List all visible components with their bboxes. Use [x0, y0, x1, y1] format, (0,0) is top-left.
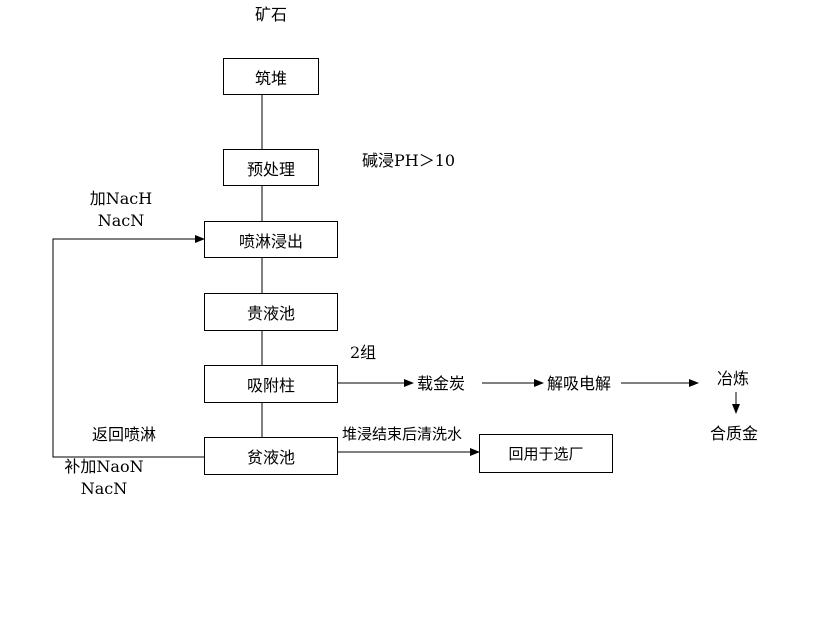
annotation-wash-water: 堆浸结束后清洗水	[342, 425, 463, 443]
node-ore: 矿石	[255, 5, 288, 24]
annotation-groups: 2组	[350, 343, 377, 362]
node-barren: 贫液池	[204, 437, 338, 475]
node-alloy: 合质金	[710, 424, 759, 443]
node-pretreat-label: 预处理	[246, 159, 295, 179]
node-desorb: 解吸电解	[547, 374, 612, 393]
annotation-add-line2: NacN	[97, 211, 145, 230]
node-heap: 筑堆	[223, 58, 319, 95]
node-barren-label: 贫液池	[246, 448, 295, 467]
node-spray-label: 喷淋浸出	[238, 231, 303, 251]
node-adsorb: 吸附柱	[204, 365, 338, 403]
annotation-add-line1: 加NacH	[89, 189, 153, 208]
node-pretreat: 预处理	[223, 149, 319, 186]
node-spray: 喷淋浸出	[204, 221, 338, 258]
annotation-supplement-line1: 补加NaoN	[64, 457, 144, 476]
node-pregnant: 贵液池	[204, 293, 338, 331]
node-pregnant-label: 贵液池	[246, 304, 295, 323]
node-reuse-label: 回用于选厂	[508, 445, 584, 463]
annotation-add-reagents: 加NacH NacN	[80, 188, 162, 232]
node-smelt: 冶炼	[717, 369, 750, 388]
annotation-supplement: 补加NaoN NacN	[60, 456, 148, 500]
annotation-alkali: 碱浸PH＞10	[362, 151, 456, 170]
annotation-supplement-line2: NacN	[80, 479, 128, 498]
annotation-return-spray: 返回喷淋	[92, 425, 157, 444]
node-adsorb-label: 吸附柱	[246, 376, 295, 395]
node-heap-label: 筑堆	[254, 68, 287, 88]
node-loaded-carbon: 载金炭	[417, 374, 466, 393]
line-return-loop	[52, 235, 205, 458]
node-reuse: 回用于选厂	[479, 434, 613, 473]
